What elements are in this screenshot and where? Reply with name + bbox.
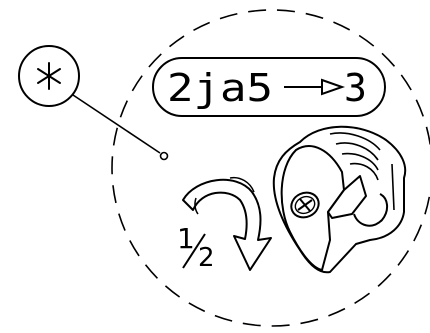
cam-lock-fitting: [272, 125, 407, 274]
rotation-arrow-icon: [182, 176, 272, 271]
asterisk-icon: [37, 62, 61, 90]
step-label-to: 3: [344, 66, 367, 110]
fraction-denominator: 2: [198, 243, 215, 273]
screw-head-icon: [290, 191, 320, 219]
leader-line: [72, 94, 161, 154]
step-label-capsule: [152, 57, 386, 117]
cam-rib-1: [329, 132, 381, 151]
cam-rib-4: [349, 162, 379, 181]
fraction-slash: [182, 233, 206, 269]
step-label-from: 2ja5: [167, 66, 273, 110]
fraction-numerator: 1: [177, 222, 195, 255]
detail-view-circle: [111, 9, 430, 327]
cam-side-edge: [391, 163, 395, 211]
cam-slot: [327, 175, 367, 219]
rotation-fraction: 1 2: [177, 222, 215, 273]
callout-marker: [18, 45, 80, 107]
cam-rib-2: [335, 142, 379, 161]
step-arrow-icon: [284, 78, 346, 96]
cam-rib-3: [341, 152, 379, 171]
cam-inner-curve: [353, 193, 388, 227]
step-label: 2ja5 3: [152, 57, 386, 117]
callout-circle: [18, 45, 80, 107]
leader-point: [159, 151, 169, 161]
